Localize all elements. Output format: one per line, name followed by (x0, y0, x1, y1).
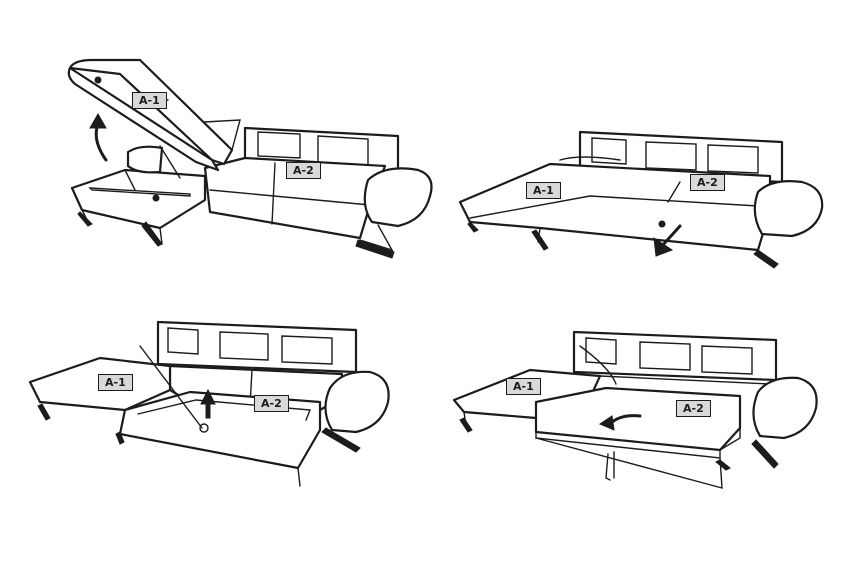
step-1-drawing (67, 58, 433, 259)
step-2-drawing (458, 130, 824, 269)
label-a2: A-2 (254, 395, 289, 412)
step-1-panel: A-1 A-2 (0, 0, 433, 285)
label-a1: A-1 (506, 378, 541, 395)
arrow-curved-left-icon (598, 414, 642, 431)
label-a2: A-2 (286, 162, 321, 179)
label-a2: A-2 (676, 400, 711, 417)
arrow-up-icon (200, 388, 216, 419)
step-3-drawing (28, 320, 390, 487)
label-a1: A-1 (98, 374, 133, 391)
step-4-drawing (452, 330, 818, 489)
arrow-down-left-icon (653, 220, 682, 257)
label-a2: A-2 (690, 174, 725, 191)
label-a1: A-1 (526, 182, 561, 199)
step-4-panel: A-1 A-2 (440, 318, 860, 498)
step-3-panel: A-1 A-2 (20, 310, 420, 495)
label-a1: A-1 (132, 92, 167, 109)
arrow-up-curved-icon (89, 112, 108, 162)
step-2-panel: A-1 A-2 (440, 110, 860, 280)
